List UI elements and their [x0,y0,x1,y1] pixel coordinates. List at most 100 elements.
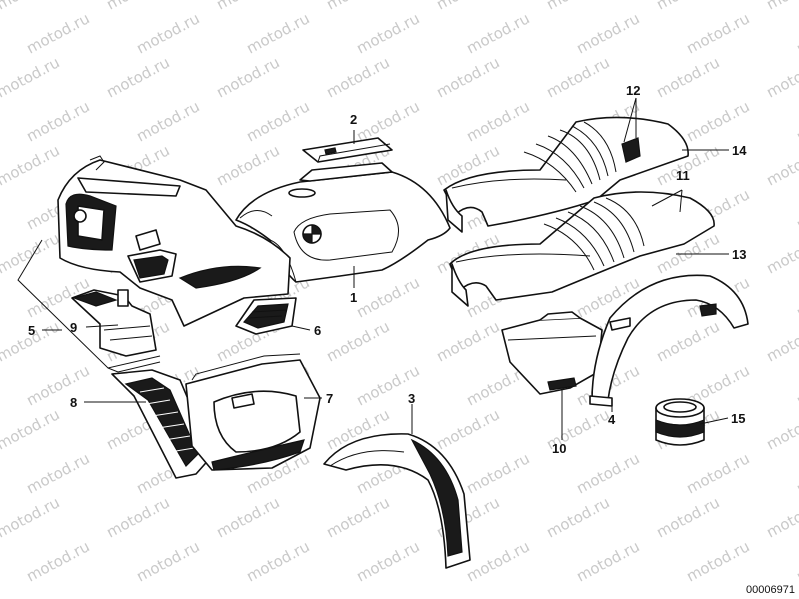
callout-1: 1 [350,290,357,305]
watermark-text: motod.ru [353,537,422,585]
watermark-text: motod.ru [323,317,392,365]
watermark-text: motod.ru [243,537,312,585]
watermark-text: motod.ru [573,449,642,497]
watermark-text: motod.ru [0,229,63,277]
watermark-text: motod.ru [793,97,799,145]
watermark-text: motod.ru [683,97,752,145]
callout-10: 10 [552,441,566,456]
callout-6: 6 [314,323,321,338]
watermark-text: motod.ru [793,185,799,233]
watermark-text: motod.ru [763,317,799,365]
watermark-text: motod.ru [433,317,502,365]
watermark-text: motod.ru [0,141,63,189]
watermark-text: motod.ru [543,53,612,101]
watermark-text: motod.ru [213,493,282,541]
part-5-frame-lines [17,239,161,373]
watermark-text: motod.ru [0,493,63,541]
watermark-text: motod.ru [103,0,172,14]
watermark-text: motod.ru [243,97,312,145]
part-6-vent [235,297,297,335]
watermark-text: motod.ru [683,537,752,585]
part-1-fuel-tank [235,162,451,283]
watermark-text: motod.ru [133,9,202,57]
watermark-text: motod.ru [323,53,392,101]
watermark-text: motod.ru [463,9,532,57]
watermark-text: motod.ru [653,0,722,14]
watermark-text: motod.ru [763,53,799,101]
callout-12: 12 [626,83,640,98]
callout-2: 2 [350,112,357,127]
watermark-text: motod.ru [763,405,799,453]
part-15-paint-can [655,398,705,446]
part-2-tank-cover [302,137,393,163]
watermark-text: motod.ru [683,9,752,57]
watermark-text: motod.ru [213,53,282,101]
callout-7: 7 [326,391,333,406]
watermark-text: motod.ru [653,317,722,365]
watermark-text: motod.ru [323,0,392,14]
watermark-text: motod.ru [793,273,799,321]
watermark-text: motod.ru [433,405,502,453]
watermark-text: motod.ru [763,229,799,277]
callout-9: 9 [70,320,77,335]
watermark-text: motod.ru [133,537,202,585]
watermark-text: motod.ru [23,9,92,57]
watermark-text: motod.ru [793,537,799,585]
watermark-text: motod.ru [23,449,92,497]
watermark-text: motod.ru [763,493,799,541]
watermark-text: motod.ru [463,97,532,145]
callout-15: 15 [731,411,745,426]
seat-upper [443,116,689,233]
callout-11: 11 [676,168,690,183]
callout-8: 8 [70,395,77,410]
watermark-text: motod.ru [463,537,532,585]
watermark-text: motod.ru [353,9,422,57]
watermark-text: motod.ru [573,9,642,57]
watermark-text: motod.ru [793,9,799,57]
watermark-text: motod.ru [323,493,392,541]
watermark-text: motod.ru [763,0,799,14]
watermark-text: motod.ru [573,537,642,585]
callout-14: 14 [732,143,747,158]
watermark-text: motod.ru [353,273,422,321]
watermark-text: motod.ru [543,0,612,14]
seat-lower [449,191,715,307]
part-front-fairing [57,155,291,327]
watermark-text: motod.ru [213,0,282,14]
watermark-text: motod.ru [683,449,752,497]
callout-5: 5 [28,323,35,338]
part-3-front-mudguard [323,433,471,569]
part-7-lower-panel [185,353,321,471]
watermark-text: motod.ru [133,97,202,145]
watermark-text: motod.ru [433,53,502,101]
watermark-text: motod.ru [463,449,532,497]
part-4-rear-mudguard [589,274,749,407]
watermark-text: motod.ru [0,0,63,14]
callout-labels: 1 2 3 4 5 6 7 8 9 10 11 12 13 14 15 [28,83,747,456]
watermark-text: motod.ru [103,53,172,101]
part-9-bracket [71,289,157,357]
watermark-text: motod.ru [0,53,63,101]
callout-3: 3 [408,391,415,406]
watermark-text: motod.ru [433,0,502,14]
watermark-text: motod.ru [793,449,799,497]
watermark-text: motod.ru [23,361,92,409]
watermark-text: motod.ru [793,361,799,409]
watermark-text: motod.ru [0,405,63,453]
callout-13: 13 [732,247,746,262]
leader-lines [42,97,729,440]
callout-4: 4 [608,412,616,427]
watermark-text: motod.ru [243,9,312,57]
watermark-text: motod.ru [213,141,282,189]
watermark-text: motod.ru [543,493,612,541]
watermark-text: motod.ru [353,97,422,145]
watermark-text: motod.ru [103,493,172,541]
watermark-text: motod.ru [653,53,722,101]
watermark-text: motod.ru [763,141,799,189]
watermark-text: motod.ru [23,97,92,145]
watermark-text: motod.ru [653,493,722,541]
reference-number: 00006971 [746,584,795,596]
watermark-text: motod.ru [23,537,92,585]
